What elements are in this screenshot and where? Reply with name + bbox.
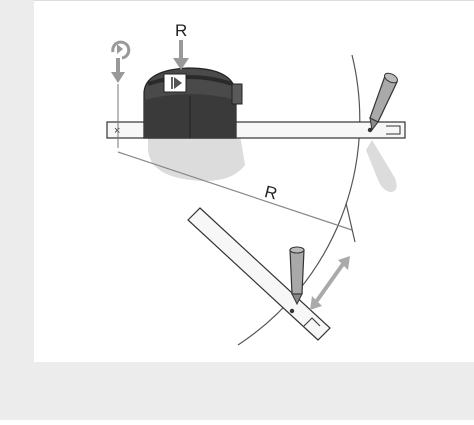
diagonal-blade (187, 207, 331, 341)
arc-line (237, 54, 361, 346)
svg-text:×: × (114, 125, 120, 137)
down-arrow-icon (173, 40, 189, 70)
rotate-arrow-icon (111, 40, 131, 83)
blade-slot (386, 125, 401, 135)
panel-background (34, 0, 474, 362)
radius-line (117, 151, 353, 231)
double-arrow-icon (310, 256, 350, 310)
radius-label-top: R (175, 21, 188, 40)
pencil-icon (367, 72, 398, 133)
pencil-icon (289, 246, 305, 314)
pencil-shadow (366, 140, 397, 192)
tape-measure (143, 67, 243, 139)
